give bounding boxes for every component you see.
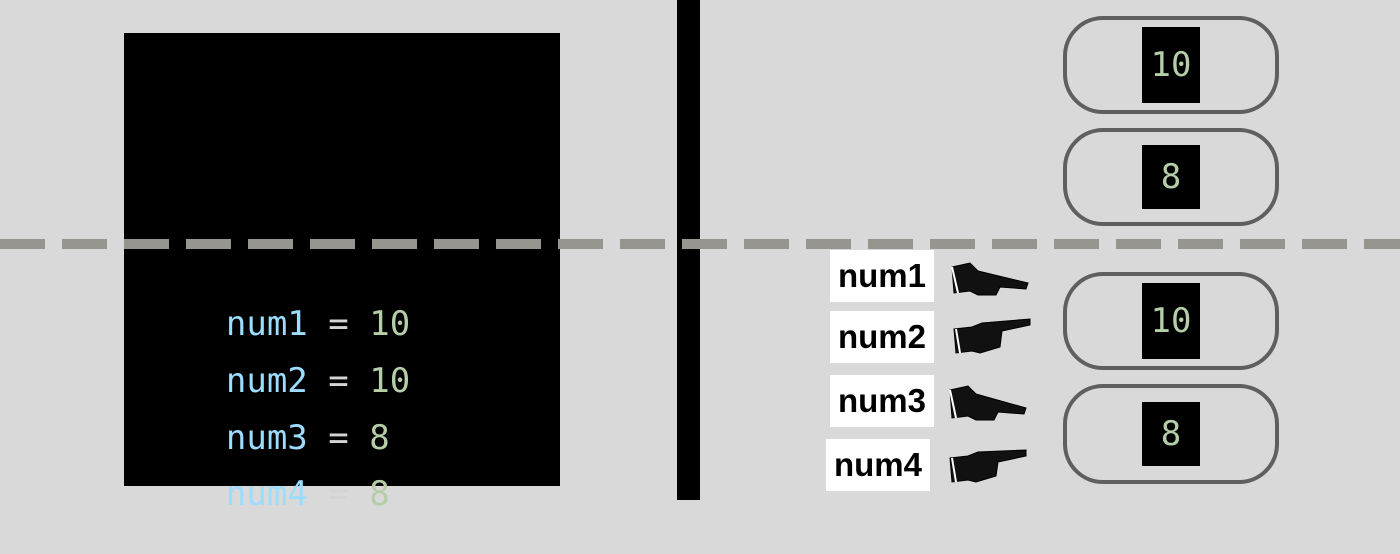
variable-name: num4	[225, 474, 308, 514]
dashed-separator	[0, 239, 1400, 249]
variable-label: num1	[830, 250, 934, 302]
variable-name: num1	[225, 304, 308, 344]
memory-cell-top: 8	[1063, 128, 1279, 226]
vertical-divider	[677, 0, 700, 500]
number-literal: 8	[369, 474, 390, 514]
code-line: num3 = 8	[144, 378, 390, 498]
variable-name: num2	[225, 361, 308, 401]
pointing-hand-icon	[953, 318, 1031, 354]
assign-operator: =	[328, 304, 349, 344]
code-line: num1 = 10	[144, 264, 410, 384]
code-line: num2 = 10	[144, 321, 410, 441]
assign-operator: =	[328, 474, 349, 514]
memory-value: 8	[1142, 145, 1200, 209]
memory-value: 10	[1142, 283, 1200, 359]
number-literal: 8	[369, 418, 390, 458]
memory-value: 8	[1142, 402, 1200, 466]
pointing-hand-icon	[949, 385, 1027, 421]
variable-label: num3	[830, 375, 934, 427]
memory-cell-bottom: 10	[1063, 272, 1279, 370]
memory-cell-top: 10	[1063, 16, 1279, 114]
assign-operator: =	[328, 418, 349, 458]
number-literal: 10	[369, 361, 411, 401]
memory-cell-bottom: 8	[1063, 384, 1279, 484]
code-panel: num1 = 10 num2 = 10 num3 = 8 num4 = 8	[124, 33, 560, 514]
pointing-hand-icon	[951, 262, 1029, 296]
code-line: num4 = 8	[144, 434, 390, 554]
memory-value: 10	[1142, 27, 1200, 103]
variable-name: num3	[225, 418, 308, 458]
pointing-hand-icon	[949, 449, 1027, 483]
assign-operator: =	[328, 361, 349, 401]
variable-label: num2	[830, 311, 934, 363]
number-literal: 10	[369, 304, 411, 344]
variable-label: num4	[826, 439, 930, 491]
